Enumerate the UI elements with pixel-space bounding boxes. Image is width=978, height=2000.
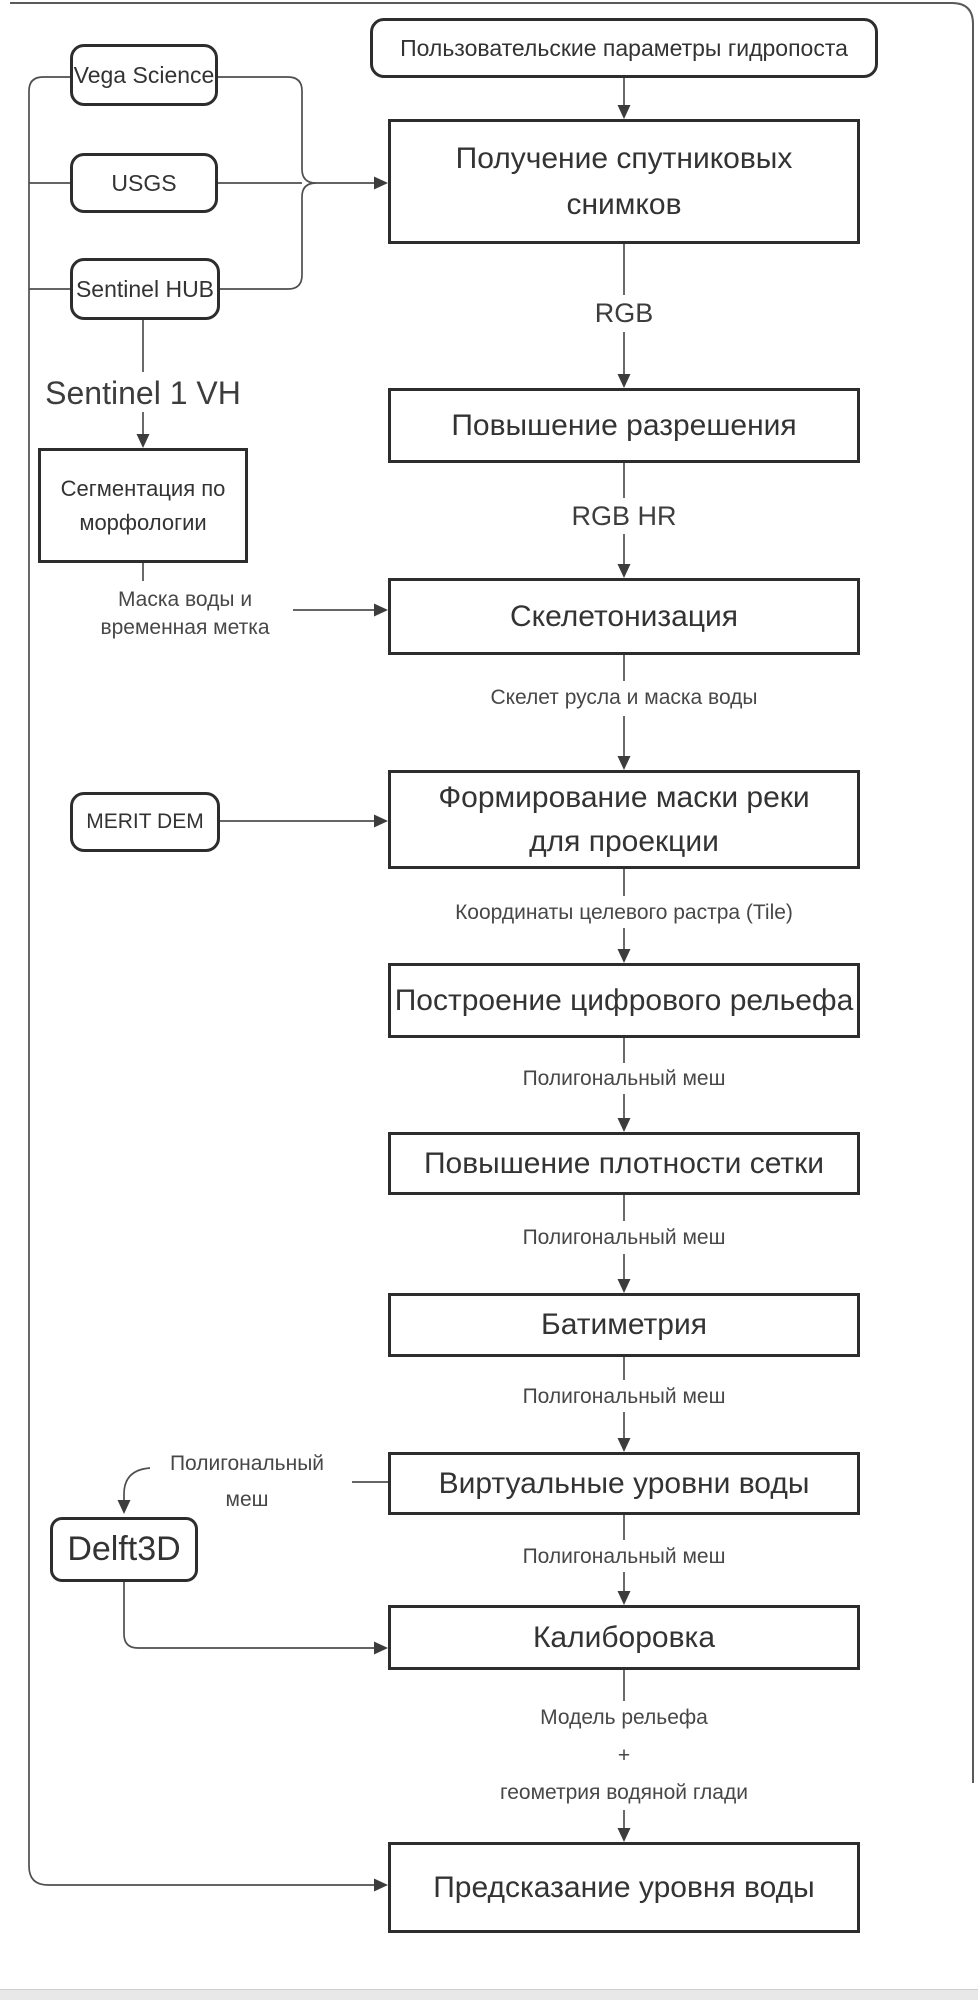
node-segmentation-morphology: Сегментация по морфологии bbox=[38, 448, 248, 563]
label-sentinel-1-vh: Sentinel 1 VH bbox=[23, 375, 263, 412]
label-rgb-text: RGB bbox=[594, 298, 654, 328]
node-calibration: Калиборовка bbox=[388, 1605, 860, 1670]
node-user-params: Пользовательские параметры гидропоста bbox=[370, 18, 878, 78]
label-plus-sign: + bbox=[388, 1744, 860, 1768]
node-bathymetry-label: Батиметрия bbox=[541, 1308, 707, 1341]
node-vega-science-label: Vega Science bbox=[73, 61, 215, 88]
node-virtual-water-levels: Виртуальные уровни воды bbox=[388, 1452, 860, 1515]
segmentation-line-1: Сегментация по bbox=[60, 475, 226, 501]
node-bathymetry: Батиметрия bbox=[388, 1293, 860, 1357]
water-mask-line-2: временная метка bbox=[100, 616, 270, 639]
node-sentinel-hub-label: Sentinel HUB bbox=[75, 275, 215, 302]
label-rgb-hr: RGB HR bbox=[388, 501, 860, 532]
mesh-side-line-2: меш bbox=[225, 1488, 269, 1511]
node-usgs: USGS bbox=[70, 153, 218, 213]
node-delft3d-label: Delft3D bbox=[67, 1530, 181, 1568]
node-water-level-prediction-label: Предсказание уровня воды bbox=[433, 1870, 815, 1904]
label-mesh-side: Полигональный меш bbox=[147, 1446, 347, 1518]
node-skeletonization: Скелетонизация bbox=[388, 578, 860, 655]
node-merit-dem: MERIT DEM bbox=[70, 792, 220, 852]
label-plus-sign-text: + bbox=[617, 1744, 631, 1767]
node-user-params-label: Пользовательские параметры гидропоста bbox=[400, 34, 848, 61]
label-polygonal-mesh-1-text: Полигональный меш bbox=[522, 1067, 726, 1090]
node-water-level-prediction: Предсказание уровня воды bbox=[388, 1842, 860, 1933]
label-skeleton-output: Скелет русла и маска воды bbox=[388, 686, 860, 710]
node-calibration-label: Калиборовка bbox=[532, 1620, 716, 1654]
label-water-surface-geometry-text: геометрия водяной глади bbox=[500, 1781, 748, 1804]
label-water-surface-geometry: геометрия водяной глади bbox=[388, 1781, 860, 1805]
label-polygonal-mesh-4: Полигональный меш bbox=[388, 1545, 860, 1569]
node-skeletonization-label: Скелетонизация bbox=[509, 599, 739, 633]
segmentation-line-2: морфологии bbox=[79, 509, 207, 535]
footer-strip bbox=[0, 1989, 978, 2000]
label-polygonal-mesh-2: Полигональный меш bbox=[388, 1226, 860, 1250]
node-upscale: Повышение разрешения bbox=[388, 388, 860, 463]
label-tile-coordinates: Координаты целевого растра (Tile) bbox=[388, 901, 860, 925]
fetch-line-1: Получение спутниковых bbox=[455, 141, 793, 175]
frame-border bbox=[10, 2, 974, 1783]
node-dem-build-label: Построение цифрового рельефа bbox=[394, 983, 854, 1017]
label-rgb: RGB bbox=[388, 298, 860, 329]
node-fetch-imagery: Получение спутниковых снимков bbox=[388, 119, 860, 244]
edge-delft3d-to-calibration bbox=[123, 1582, 374, 1649]
edge-vega-to-fetch bbox=[218, 76, 374, 184]
node-densify-mesh-label: Повышение плотности сетки bbox=[423, 1146, 825, 1180]
node-merit-dem-label: MERIT DEM bbox=[86, 810, 204, 833]
label-rgb-hr-text: RGB HR bbox=[571, 501, 677, 531]
label-polygonal-mesh-3-text: Полигональный меш bbox=[522, 1385, 726, 1408]
label-polygonal-mesh-4-text: Полигональный меш bbox=[522, 1545, 726, 1568]
river-mask-line-1: Формирование маски реки bbox=[438, 780, 810, 814]
edge-sources-to-prediction bbox=[28, 76, 374, 1886]
node-virtual-water-levels-label: Виртуальные уровни воды bbox=[438, 1466, 810, 1500]
node-usgs-label: USGS bbox=[111, 169, 177, 196]
label-polygonal-mesh-3: Полигональный меш bbox=[388, 1385, 860, 1409]
mesh-side-line-1: Полигональный bbox=[169, 1452, 325, 1475]
label-polygonal-mesh-1: Полигональный меш bbox=[388, 1067, 860, 1091]
label-skeleton-output-text: Скелет русла и маска воды bbox=[490, 686, 758, 709]
edge-sentinelhub-to-fetch bbox=[218, 182, 317, 290]
edge-mesh-to-delft3d bbox=[123, 1467, 151, 1500]
label-polygonal-mesh-2-text: Полигональный меш bbox=[522, 1226, 726, 1249]
node-sentinel-hub: Sentinel HUB bbox=[70, 258, 220, 320]
label-water-mask-timestamp: Маска воды и временная метка bbox=[65, 586, 305, 642]
label-relief-model: Модель рельефа bbox=[388, 1706, 860, 1730]
fetch-line-2: снимков bbox=[566, 187, 682, 221]
node-delft3d: Delft3D bbox=[50, 1517, 198, 1582]
node-river-mask: Формирование маски реки для проекции bbox=[388, 770, 860, 869]
label-tile-coordinates-text: Координаты целевого растра (Tile) bbox=[455, 901, 793, 924]
node-dem-build: Построение цифрового рельефа bbox=[388, 963, 860, 1038]
label-relief-model-text: Модель рельефа bbox=[540, 1706, 708, 1729]
label-sentinel-1-vh-text: Sentinel 1 VH bbox=[45, 375, 241, 411]
node-vega-science: Vega Science bbox=[70, 44, 218, 106]
water-mask-line-1: Маска воды и bbox=[117, 588, 253, 611]
node-densify-mesh: Повышение плотности сетки bbox=[388, 1132, 860, 1195]
node-upscale-label: Повышение разрешения bbox=[451, 408, 797, 442]
river-mask-line-2: для проекции bbox=[529, 824, 719, 858]
